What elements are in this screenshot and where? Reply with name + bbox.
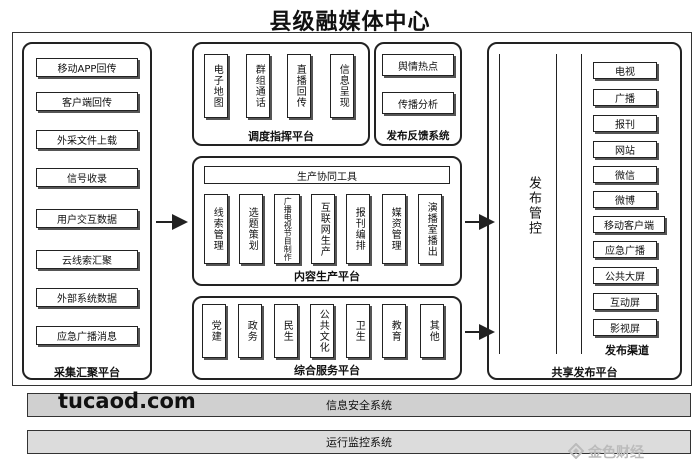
content-label: 内容生产平台 [294, 270, 360, 283]
collect-label: 采集汇聚平台 [54, 366, 120, 379]
service-item: 卫生 [346, 304, 370, 358]
logo-watermark: 金色财经 [588, 445, 644, 461]
content-item: 选题策划 [239, 194, 263, 264]
collect-panel: 移动APP回传 客户端回传 外采文件上载 信号收录 用户交互数据 云线索汇聚 外… [22, 42, 152, 380]
dispatch-panel: 电子地图 群组通话 直播回传 信息呈现 调度指挥平台 [192, 42, 370, 146]
content-item: 演播室播出 [418, 194, 442, 264]
dispatch-item: 群组通话 [246, 54, 270, 118]
feedback-item: 舆情热点 [382, 54, 454, 76]
collect-item: 用户交互数据 [36, 209, 138, 228]
content-item: 媒资管理 [382, 194, 406, 264]
service-item: 政务 [238, 304, 262, 358]
service-item: 党建 [202, 304, 226, 358]
content-item: 线索管理 [204, 194, 228, 264]
site-watermark: tucaod.com [58, 389, 196, 413]
feedback-item: 传播分析 [382, 92, 454, 114]
content-item: 报刊编排 [346, 194, 370, 264]
page-title: 县级融媒体中心 [269, 10, 431, 35]
channel-item: 报刊 [593, 115, 657, 132]
channel-item: 微信 [593, 166, 657, 183]
service-item: 民生 [274, 304, 298, 358]
publish-channels-frame [581, 54, 677, 354]
publish-channels-label: 发布渠道 [605, 344, 649, 357]
feedback-panel: 舆情热点 传播分析 发布反馈系统 [374, 42, 462, 146]
publish-manage-label: 发布管控 [526, 176, 541, 236]
collect-item: 云线索汇聚 [36, 250, 138, 269]
dispatch-item: 电子地图 [204, 54, 228, 118]
collect-item: 应急广播消息 [36, 326, 138, 345]
channel-item: 影视屏 [593, 319, 657, 336]
service-item: 教育 [382, 304, 406, 358]
security-bar: 信息安全系统 [27, 393, 691, 417]
publish-label: 共享发布平台 [551, 366, 618, 379]
dispatch-label: 调度指挥平台 [248, 130, 314, 143]
content-header: 生产协同工具 [204, 166, 450, 184]
collect-item: 外部系统数据 [36, 288, 138, 307]
channel-item: 应急广播 [593, 241, 657, 258]
content-item: 广播电视节目制作 [274, 194, 300, 264]
service-item: 其他 [420, 304, 444, 358]
publish-panel: 发布管控 电视 广播 报刊 网站 微信 微博 移动客户端 应急广播 公共大屏 互… [487, 42, 682, 380]
feedback-label: 发布反馈系统 [386, 130, 450, 142]
collect-item: 客户端回传 [36, 92, 138, 111]
dispatch-item: 信息呈现 [330, 54, 354, 118]
publish-manage-column [499, 54, 557, 354]
content-panel: 生产协同工具 线索管理 选题策划 广播电视节目制作 互联网生产 报刊编排 媒资管… [192, 156, 462, 286]
outer-frame [12, 32, 692, 386]
dispatch-item: 直播回传 [287, 54, 311, 118]
collect-item: 移动APP回传 [36, 58, 138, 77]
channel-item: 电视 [593, 62, 657, 79]
channel-item: 公共大屏 [593, 267, 657, 284]
channel-item: 微博 [593, 191, 657, 208]
logo-icon [568, 443, 584, 459]
channel-item: 移动客户端 [593, 216, 665, 233]
service-panel: 党建 政务 民生 公共文化 卫生 教育 其他 综合服务平台 [192, 296, 462, 380]
monitor-bar: 运行监控系统 [27, 430, 691, 454]
channel-item: 广播 [593, 89, 657, 106]
collect-item: 外采文件上载 [36, 130, 138, 149]
service-label: 综合服务平台 [294, 364, 360, 377]
collect-item: 信号收录 [36, 168, 138, 187]
content-item: 互联网生产 [311, 194, 335, 264]
channel-item: 网站 [593, 141, 657, 158]
service-item: 公共文化 [310, 304, 334, 358]
channel-item: 互动屏 [593, 293, 657, 310]
